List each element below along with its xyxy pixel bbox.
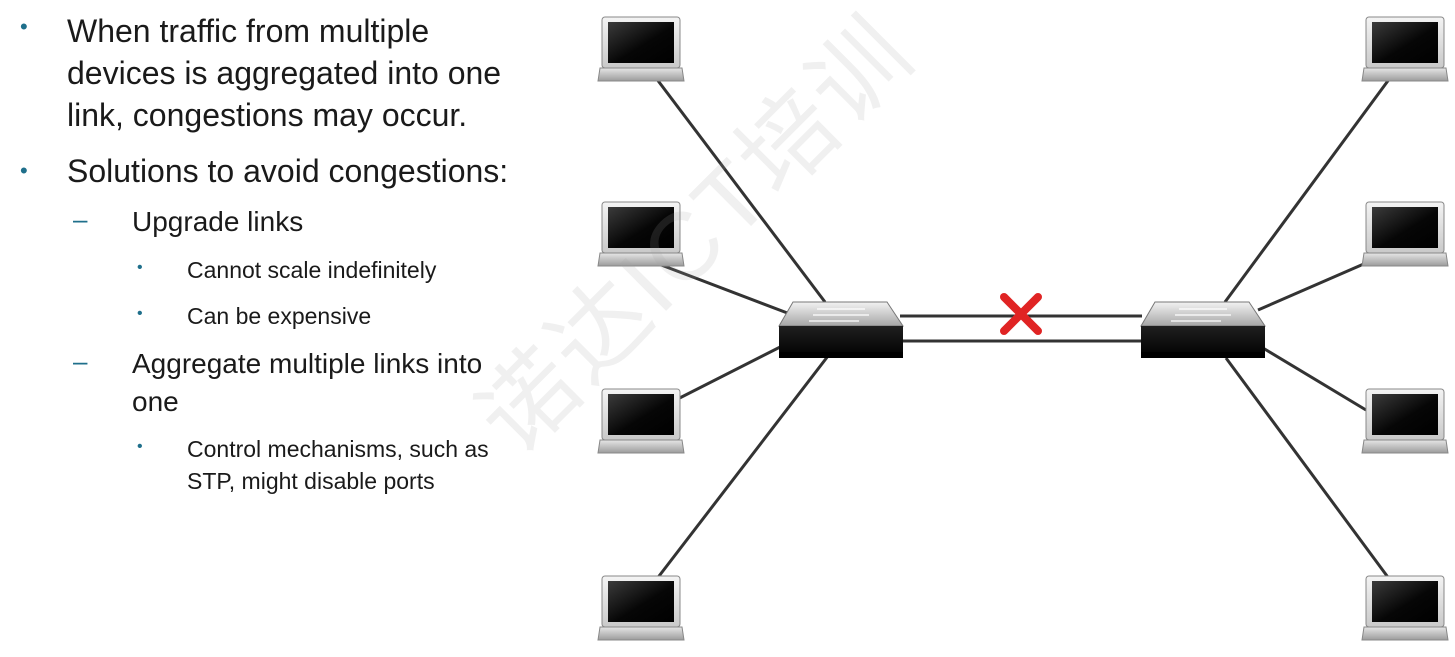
host-link xyxy=(654,77,827,303)
sub-bullet-upgrade: Upgrade links xyxy=(132,206,304,237)
host-link xyxy=(1257,343,1367,412)
bullet-marker: • xyxy=(137,438,143,455)
laptop-icon xyxy=(1361,16,1449,82)
slide-text: • When traffic from multiple devices is … xyxy=(0,0,600,657)
laptop-icon xyxy=(1361,388,1449,454)
laptop-icon xyxy=(597,16,685,82)
bullet-traffic-line1: When traffic from multiple xyxy=(67,13,430,49)
sub-bullet-aggregate: Aggregate multiple links into one xyxy=(132,345,482,421)
sub-bullet-aggregate-line2: one xyxy=(132,386,179,417)
bullet-marker: • xyxy=(137,305,143,322)
item-expensive: Can be expensive xyxy=(187,303,372,329)
switch-right xyxy=(1140,301,1266,358)
bullet-traffic-line2: devices is aggregated into one xyxy=(67,55,502,91)
bullet-marker: • xyxy=(20,14,28,39)
laptop-icon xyxy=(1361,201,1449,267)
bullet-traffic: When traffic from multiple devices is ag… xyxy=(67,10,501,136)
item-control-line1: Control mechanisms, such as xyxy=(187,436,489,462)
item-control-line2: STP, might disable ports xyxy=(187,468,435,494)
bullet-marker: • xyxy=(137,259,143,276)
hosts-layer xyxy=(597,16,1449,641)
host-link xyxy=(1257,261,1367,312)
laptop-icon xyxy=(597,388,685,454)
host-link xyxy=(1224,357,1392,581)
item-control: Control mechanisms, such as STP, might d… xyxy=(187,433,489,497)
dash-marker: – xyxy=(73,204,88,234)
red-x-icon xyxy=(1000,293,1042,335)
item-scale: Cannot scale indefinitely xyxy=(187,257,437,283)
host-link xyxy=(654,355,830,581)
sub-bullet-aggregate-line1: Aggregate multiple links into xyxy=(132,348,483,379)
bullet-traffic-line3: link, congestions may occur. xyxy=(67,97,468,133)
host-link xyxy=(1223,77,1392,303)
links-layer xyxy=(654,77,1392,581)
switch-left xyxy=(778,301,904,358)
laptop-icon xyxy=(597,201,685,267)
dash-marker: – xyxy=(73,346,88,376)
bullet-marker: • xyxy=(20,158,28,183)
laptop-icon xyxy=(1361,575,1449,641)
host-link xyxy=(655,261,791,316)
laptop-icon xyxy=(597,575,685,641)
bullet-solutions: Solutions to avoid congestions: xyxy=(67,153,509,189)
